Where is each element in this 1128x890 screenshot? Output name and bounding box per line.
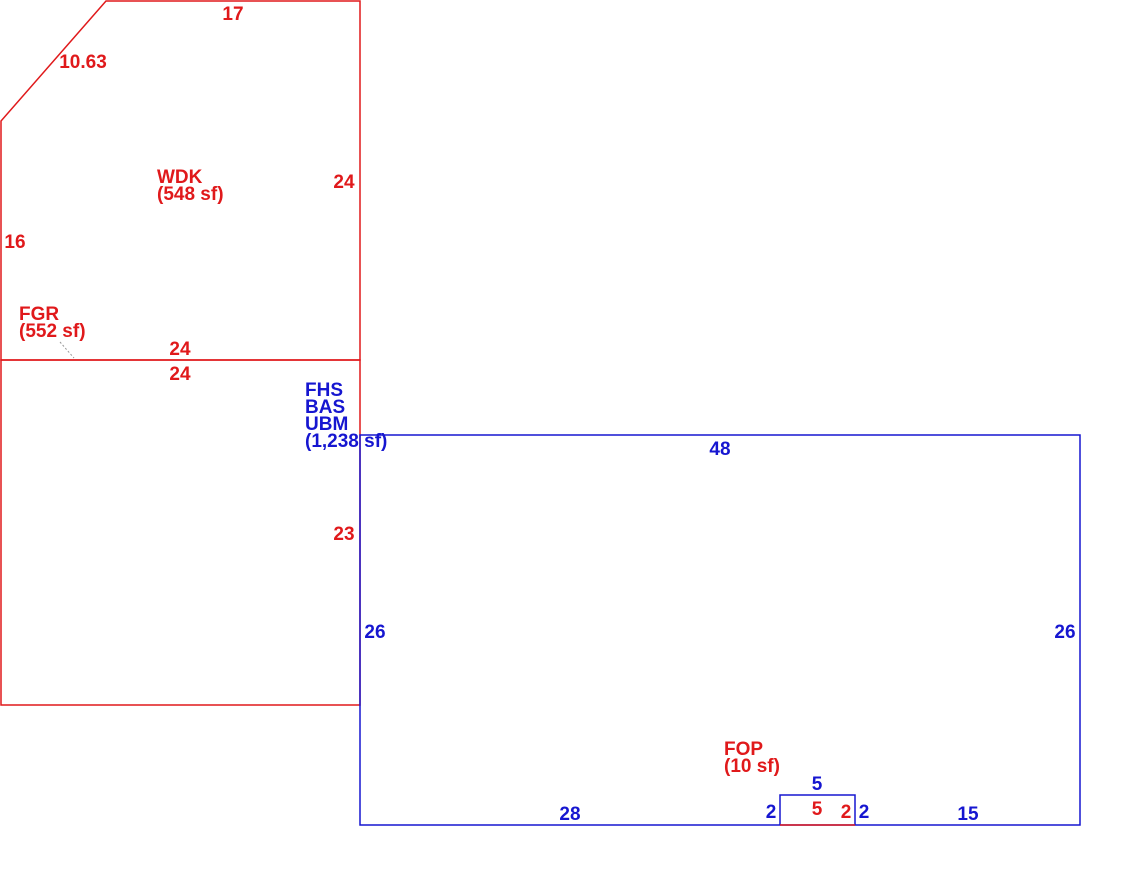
main-house-outline <box>359 434 1081 826</box>
dim-wdk-left: 16 <box>4 232 25 253</box>
dim-fgr-right: 23 <box>333 524 354 545</box>
fgr-area: (552 sf) <box>19 321 86 342</box>
main-label-ubm: UBM <box>305 414 348 435</box>
dim-main-right: 26 <box>1054 622 1075 643</box>
dim-main-bottom-left: 28 <box>559 804 580 825</box>
dim-main-bottom-right: 15 <box>957 804 979 825</box>
dim-wdk-right: 24 <box>333 172 355 193</box>
fop-label: FOP <box>724 739 763 760</box>
main-label-fhs: FHS <box>305 380 343 401</box>
wdk-label: WDK <box>157 167 203 188</box>
dim-fop-right: 2 <box>859 802 870 823</box>
dim-fgr-top: 24 <box>169 364 191 385</box>
main-label-bas: BAS <box>305 397 345 418</box>
dim-fop-width: 5 <box>812 799 823 820</box>
dim-fop-left: 2 <box>766 802 777 823</box>
dim-fop-top: 5 <box>812 774 823 795</box>
fgr-leader-line <box>59 341 75 359</box>
dim-main-left: 26 <box>364 622 385 643</box>
dim-wdk-diagonal: 10.63 <box>59 52 107 73</box>
dim-wdk-bottom: 24 <box>169 339 191 360</box>
fop-area: (10 sf) <box>724 756 780 777</box>
dim-fop-right-red: 2 <box>841 802 852 823</box>
main-area: (1,238 sf) <box>305 431 387 452</box>
wdk-area: (548 sf) <box>157 184 224 205</box>
fop-blue-outline <box>779 794 856 825</box>
dim-wdk-top: 17 <box>222 4 243 25</box>
dim-main-top: 48 <box>709 439 730 460</box>
fgr-label: FGR <box>19 304 59 325</box>
